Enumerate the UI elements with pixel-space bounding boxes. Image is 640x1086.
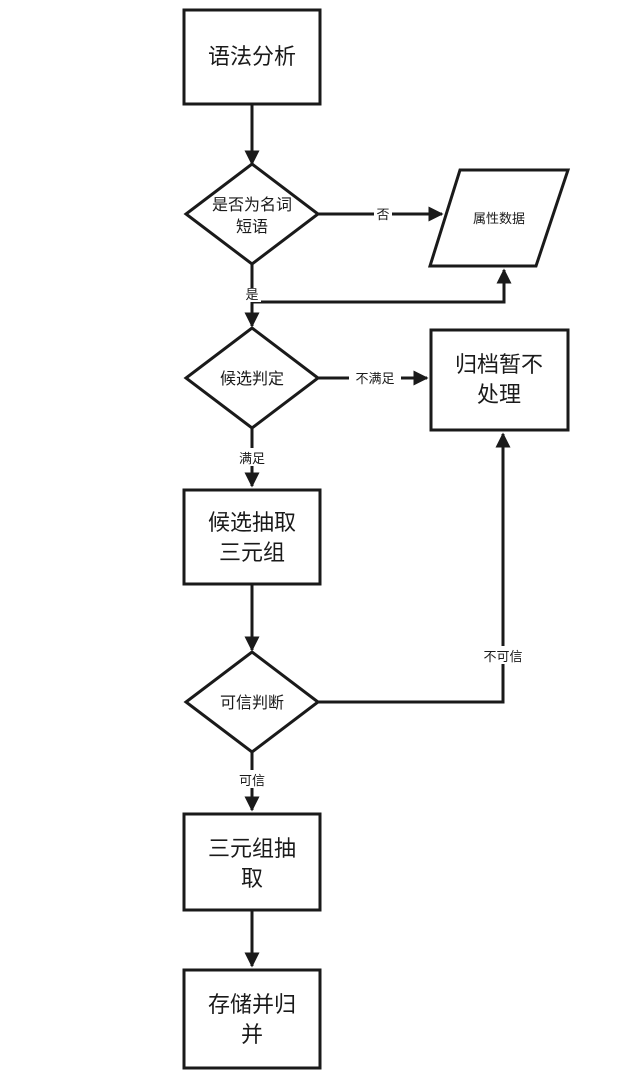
node-store-merge: 存储并归 并 bbox=[182, 968, 322, 1070]
node-candidate-judge: 候选判定 bbox=[183, 326, 321, 430]
node-candidate-judge-label: 候选判定 bbox=[220, 369, 284, 388]
node-is-noun-phrase: 是否为名词 短语 bbox=[183, 162, 321, 266]
edge-label-yes: 是 bbox=[245, 288, 258, 303]
edge-label-satisfied-bg bbox=[234, 448, 270, 466]
node-candidate-extract: 候选抽取 三元组 bbox=[182, 488, 322, 586]
edge-label-not-satisfied-bg bbox=[349, 368, 401, 386]
node-candidate-extract-line1: 候选抽取 bbox=[208, 511, 296, 536]
node-triple-extract: 三元组抽 取 bbox=[182, 812, 322, 912]
node-store-merge-line2: 并 bbox=[241, 1023, 263, 1048]
edge-label-no-bg bbox=[374, 204, 392, 222]
node-property-data-label: 属性数据 bbox=[473, 212, 525, 227]
node-triple-extract-line2: 取 bbox=[241, 867, 263, 892]
edge-label-credible-bg bbox=[234, 770, 270, 788]
edge-merge-to-property bbox=[252, 268, 512, 304]
edge-label-satisfied: 满足 bbox=[239, 452, 265, 467]
node-store-merge-line1: 存储并归 bbox=[208, 993, 296, 1018]
edge-label-not-credible-bg bbox=[475, 646, 531, 664]
node-archive-hold-line2: 处理 bbox=[477, 383, 521, 408]
node-parse: 语法分析 bbox=[182, 8, 322, 106]
node-candidate-extract-line2: 三元组 bbox=[219, 541, 285, 566]
node-credibility-judge-label: 可信判断 bbox=[220, 693, 284, 712]
node-archive-hold-line1: 归档暂不 bbox=[455, 353, 543, 378]
edge-label-no: 否 bbox=[376, 208, 389, 223]
node-triple-extract-line1: 三元组抽 bbox=[208, 837, 296, 862]
edge-credibility-to-archive bbox=[318, 432, 511, 704]
edge-label-not-credible: 不可信 bbox=[483, 650, 522, 665]
edge-label-not-satisfied: 不满足 bbox=[355, 372, 394, 387]
node-credibility-judge: 可信判断 bbox=[183, 650, 321, 754]
edge-label-credible: 可信 bbox=[239, 774, 265, 789]
node-is-noun-phrase-line2: 短语 bbox=[236, 217, 268, 236]
edge-label-yes-bg bbox=[243, 288, 261, 302]
node-property-data: 属性数据 bbox=[427, 168, 571, 268]
node-is-noun-phrase-line1: 是否为名词 bbox=[212, 195, 292, 214]
node-parse-label: 语法分析 bbox=[208, 45, 296, 70]
node-archive-hold: 归档暂不 处理 bbox=[429, 328, 570, 432]
